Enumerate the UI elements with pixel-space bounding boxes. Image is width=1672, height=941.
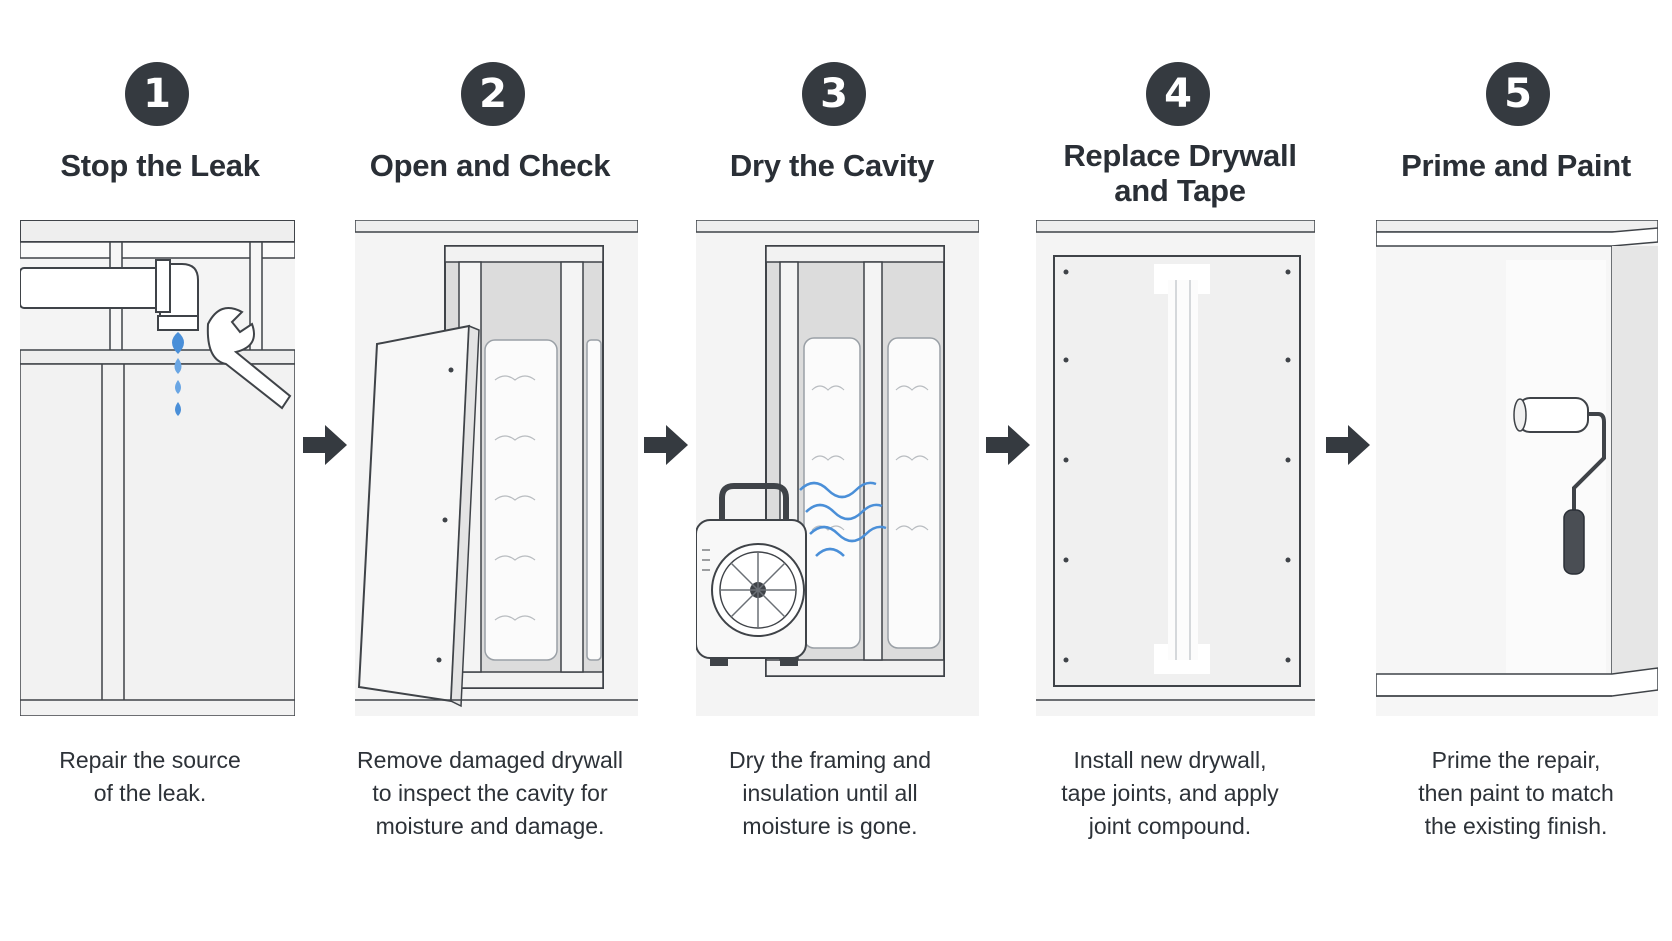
- step-1-description-line: Repair the source: [59, 747, 241, 773]
- right-arrow-icon: [1326, 425, 1370, 465]
- pipe-leak-wrench-icon: [20, 220, 295, 716]
- step-4-title: Replace Drywall and Tape: [1020, 138, 1340, 208]
- step-2-description: Remove damaged drywall to inspect the ca…: [330, 744, 650, 843]
- step-3-number-badge: 3: [802, 62, 866, 126]
- right-arrow-icon: [986, 425, 1030, 465]
- step-5: 5 Prime and Paint Prime the repair, then…: [1360, 0, 1672, 941]
- step-5-description-line: Prime the repair,: [1431, 747, 1601, 773]
- step-4-title-line: Replace Drywall: [1063, 138, 1297, 173]
- step-4-title-line: and Tape: [1114, 173, 1246, 208]
- step-2-description-line: Remove damaged drywall: [357, 747, 623, 773]
- step-2-description-line: moisture and damage.: [375, 813, 605, 839]
- step-3-description-line: insulation until all: [742, 780, 918, 806]
- step-3-title: Dry the Cavity: [729, 148, 935, 183]
- step-4-description-line: tape joints, and apply: [1061, 780, 1279, 806]
- step-5-description-line: the existing finish.: [1424, 813, 1608, 839]
- step-2-title: Open and Check: [369, 148, 611, 183]
- step-1: 1 Stop the Leak: [0, 0, 320, 941]
- right-arrow-icon: [644, 425, 688, 465]
- step-3-description: Dry the framing and insulation until all…: [670, 744, 990, 843]
- paint-roller-icon: [1376, 220, 1658, 716]
- step-4-description: Install new drywall, tape joints, and ap…: [1010, 744, 1330, 843]
- step-5-title: Prime and Paint: [1401, 148, 1631, 183]
- open-wall-cavity-icon: [355, 220, 638, 716]
- step-4-number-badge: 4: [1146, 62, 1210, 126]
- step-4-description-line: Install new drywall,: [1073, 747, 1267, 773]
- step-1-description: Repair the source of the leak.: [0, 744, 300, 810]
- step-1-description-line: of the leak.: [93, 780, 207, 806]
- step-4: 4 Replace Drywall and Tape: [1020, 0, 1340, 941]
- step-3-description-line: Dry the framing and: [729, 747, 931, 773]
- step-5-description: Prime the repair, then paint to match th…: [1358, 744, 1672, 843]
- step-2-number-badge: 2: [461, 62, 525, 126]
- step-2-description-line: to inspect the cavity for: [372, 780, 608, 806]
- fan-drying-icon: [696, 220, 979, 716]
- step-4-description-line: joint compound.: [1088, 813, 1252, 839]
- step-5-number-badge: 5: [1486, 62, 1550, 126]
- step-3: 3 Dry the Cavity: [680, 0, 1000, 941]
- step-1-title: Stop the Leak: [60, 148, 260, 183]
- right-arrow-icon: [303, 425, 347, 465]
- step-2: 2 Open and Check Remove damaged drywall: [340, 0, 660, 941]
- step-5-description-line: then paint to match: [1418, 780, 1614, 806]
- step-1-number-badge: 1: [125, 62, 189, 126]
- drywall-panel-tape-icon: [1036, 220, 1315, 716]
- step-3-description-line: moisture is gone.: [742, 813, 918, 839]
